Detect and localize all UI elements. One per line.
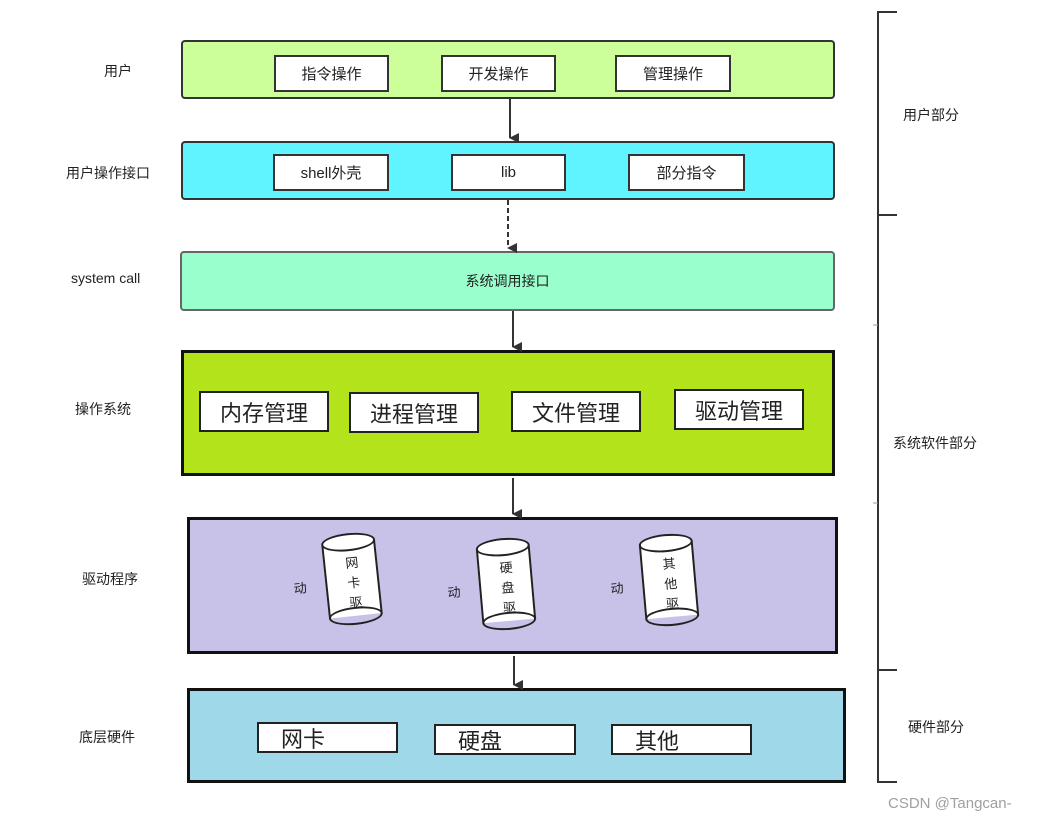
system-call-band: 系统调用接口 [180, 251, 835, 311]
os-item-memory: 内存管理 [199, 391, 329, 432]
hardware-item-other: 其他 [611, 724, 752, 755]
section-label-system-software: 系统软件部分 [893, 435, 977, 451]
layer-label-user-interface: 用户操作接口 [66, 165, 150, 181]
watermark: CSDN @Tangcan- [888, 795, 1012, 812]
interface-item-partial-commands: 部分指令 [628, 154, 745, 191]
section-label-user: 用户部分 [903, 107, 959, 123]
layer-label-system-call: system call [71, 270, 141, 286]
driver-cylinder-other: 其他驱动 [608, 531, 700, 629]
hardware-item-nic: 网卡 [257, 722, 398, 753]
section-label-hardware: 硬件部分 [908, 719, 964, 735]
os-item-file: 文件管理 [511, 391, 641, 432]
section-bracket [877, 11, 897, 783]
user-item-manage-ops: 管理操作 [615, 55, 731, 92]
layer-label-hardware: 底层硬件 [79, 729, 135, 745]
layer-label-user: 用户 [104, 63, 132, 79]
user-item-dev-ops: 开发操作 [441, 55, 556, 92]
user-item-command-ops: 指令操作 [274, 55, 389, 92]
os-item-process: 进程管理 [349, 392, 479, 433]
os-item-driver: 驱动管理 [674, 389, 804, 430]
layer-label-drivers: 驱动程序 [82, 571, 138, 587]
interface-item-lib: lib [451, 154, 566, 191]
layer-label-os: 操作系统 [75, 401, 131, 417]
driver-cylinder-nic: 网卡驱动 [291, 530, 384, 628]
hardware-item-disk: 硬盘 [434, 724, 576, 755]
driver-cylinder-disk: 硬盘驱动 [445, 535, 537, 633]
system-call-label: 系统调用接口 [465, 273, 550, 289]
interface-item-shell: shell外壳 [273, 154, 389, 191]
